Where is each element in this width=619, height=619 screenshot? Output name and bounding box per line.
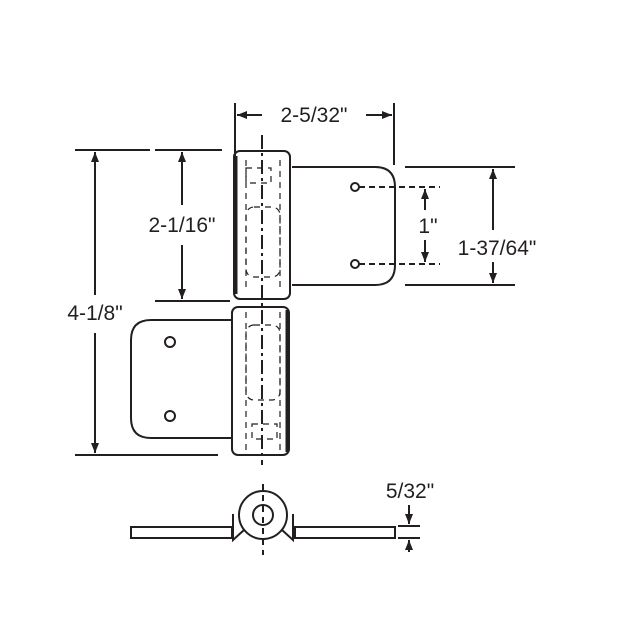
label-upper-knuckle-height: 2-1/16"	[149, 214, 216, 237]
label-leaf-height: 1-37/64"	[458, 237, 537, 260]
hole-spacing-dimension	[359, 186, 440, 265]
leaf-height-dimension	[405, 166, 515, 286]
overall-height-dimension	[75, 149, 218, 456]
label-leaf-thickness: 5/32"	[386, 480, 434, 503]
thickness-dimension	[398, 505, 420, 552]
label-hole-spacing: 1"	[418, 215, 437, 238]
upper-leaf-hole	[350, 182, 360, 192]
upper-leaf-hole	[350, 259, 360, 269]
hinge-end-view	[130, 484, 396, 555]
upper-leaf	[292, 166, 396, 286]
label-overall-width: 2-5/32"	[281, 104, 348, 127]
upper-knuckle-height-dimension	[155, 149, 230, 302]
lower-leaf	[130, 319, 232, 439]
lower-leaf-hole	[164, 410, 176, 422]
width-dimension	[234, 103, 395, 165]
lower-knuckle	[231, 306, 290, 456]
lower-leaf-hole	[164, 336, 176, 348]
label-overall-height: 4-1/8"	[67, 302, 122, 325]
